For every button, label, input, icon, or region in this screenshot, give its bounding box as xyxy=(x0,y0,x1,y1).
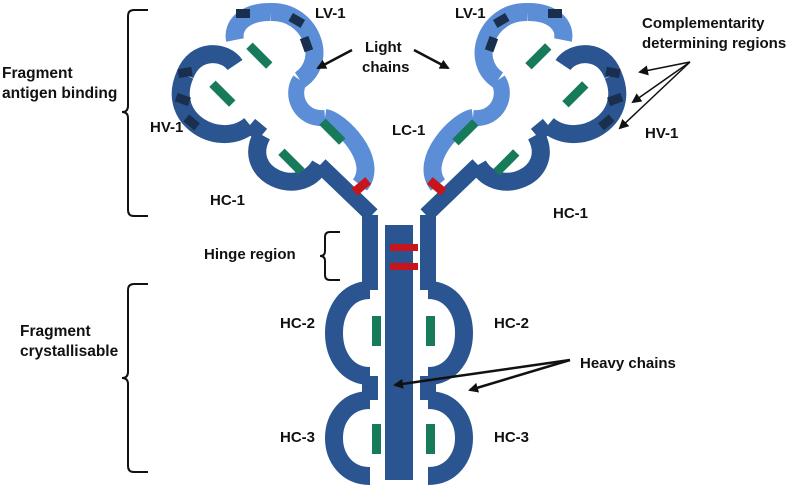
cdr-arrow xyxy=(618,61,691,130)
fc-label-line2: crystallisable xyxy=(20,343,119,360)
fc-bracket xyxy=(121,283,148,473)
cdr-segment xyxy=(484,36,499,53)
domain-bar xyxy=(525,43,552,70)
labels: Fragment antigen binding Fragment crysta… xyxy=(2,5,786,446)
hv1-left-label: HV-1 xyxy=(150,119,183,136)
lc1-right-domain xyxy=(423,109,476,191)
disulfide-bond xyxy=(426,177,447,196)
cdr-segment xyxy=(598,114,615,131)
heavy-chain-arrow-right xyxy=(468,358,571,393)
domain-bar xyxy=(426,424,435,454)
lv1-right-domain xyxy=(474,3,529,88)
domain-bar xyxy=(319,118,346,145)
hc3-right-domain xyxy=(427,391,473,485)
light-chains-label-line1: Light xyxy=(365,39,402,56)
cdr-segment xyxy=(288,13,306,28)
cdr-arrow xyxy=(638,61,691,76)
hinge-label: Hinge region xyxy=(204,246,296,263)
hv1-right-label: HV-1 xyxy=(645,125,678,142)
cdr-segment xyxy=(177,66,193,79)
fab-label-line2: antigen binding xyxy=(2,85,117,102)
cdr-segment xyxy=(548,9,562,18)
cdr-segment xyxy=(492,13,510,28)
hc2-right-domain xyxy=(426,281,473,385)
domain-bar xyxy=(372,424,381,454)
domain-bar xyxy=(426,316,435,346)
lv1-left-domain xyxy=(269,3,324,88)
left-fab-arm xyxy=(171,3,378,221)
hc1-left-label: HC-1 xyxy=(210,192,245,209)
disulfide-bond xyxy=(351,177,372,196)
cdr-segment xyxy=(605,66,621,79)
hc1-left-domain xyxy=(248,130,328,191)
domain-bar xyxy=(209,80,236,107)
brackets xyxy=(121,9,340,473)
heavy-chains-label: Heavy chains xyxy=(580,355,676,372)
hc3-left-label: HC-3 xyxy=(280,429,315,446)
disulfide-bond xyxy=(390,244,418,251)
cdr-segment xyxy=(174,92,191,107)
cdr-segment xyxy=(607,92,624,107)
hc3-right-label: HC-3 xyxy=(494,429,529,446)
lc1-label: LC-1 xyxy=(392,122,425,139)
domain-bar xyxy=(246,42,273,69)
disulfide-bond xyxy=(390,263,418,270)
lv1-left-label: LV-1 xyxy=(315,5,346,22)
hinge-disulfide-bonds xyxy=(390,244,418,270)
hc1-right-domain xyxy=(470,130,550,191)
hv1-left-domain xyxy=(171,71,256,144)
domain-bar xyxy=(562,81,589,108)
arrows xyxy=(316,48,691,393)
hc2-left-domain xyxy=(325,281,372,385)
hv1-right-domain xyxy=(542,71,627,144)
fc-domain-bars xyxy=(372,316,435,454)
cdr-label-line1: Complementarity xyxy=(642,15,765,32)
lv1-right-label: LV-1 xyxy=(455,5,486,22)
light-chain-arrow-left xyxy=(316,48,353,70)
cdr-segment xyxy=(299,36,314,53)
domain-bar xyxy=(278,148,305,175)
fc-label-line1: Fragment xyxy=(20,323,91,340)
domain-bar xyxy=(493,149,520,176)
hc1-right-label: HC-1 xyxy=(553,205,588,222)
cdr-arrow xyxy=(631,61,691,104)
hc2-right-label: HC-2 xyxy=(494,315,529,332)
heavy-chain-stem xyxy=(325,215,473,485)
hinge-bracket xyxy=(319,231,340,281)
domain-bar xyxy=(372,316,381,346)
domain-bar xyxy=(452,119,479,146)
hc2-left-label: HC-2 xyxy=(280,315,315,332)
cdr-segment xyxy=(183,114,200,131)
light-chains-label-line2: chains xyxy=(362,59,410,76)
heavy-chain-arrow-left xyxy=(393,358,571,389)
fab-label-line1: Fragment xyxy=(2,65,73,82)
right-fab-arm xyxy=(420,3,627,221)
cdr-segment xyxy=(236,9,250,18)
fab-bracket xyxy=(121,9,148,217)
cdr-label-line2: determining regions xyxy=(642,35,786,52)
lc1-left-domain xyxy=(322,109,375,191)
light-chain-arrow-right xyxy=(413,48,450,70)
hc3-left-domain xyxy=(325,391,371,485)
